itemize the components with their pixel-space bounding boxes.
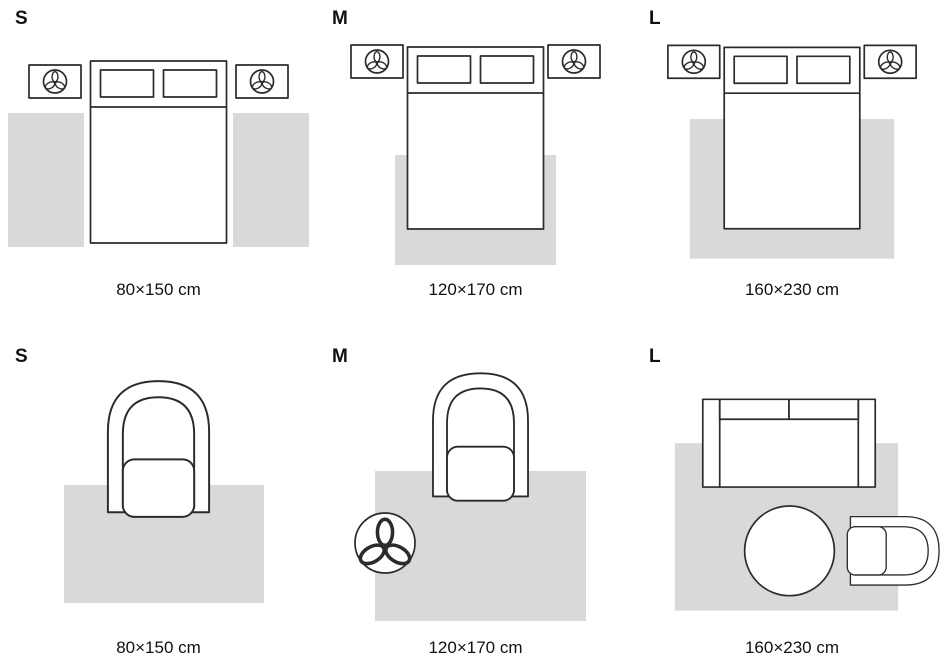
nightstand-with-lamp (548, 45, 600, 78)
living-m-illustration (354, 372, 586, 621)
panel-living-m: M 120×170 cm (317, 312, 634, 670)
size-label: M (332, 346, 348, 367)
bedroom-s-illustration (8, 59, 309, 247)
panel-bedroom-l: L 160×230 cm (634, 0, 950, 312)
nightstand-with-lamp (351, 45, 403, 78)
panel-living-s: S 80×150 cm (0, 312, 317, 670)
bedroom-l-illustration (634, 33, 950, 259)
panel-bedroom-s: S 80×150 cm (0, 0, 317, 312)
bedroom-m-illustration (317, 33, 634, 265)
size-caption: 80×150 cm (116, 279, 201, 299)
size-caption: 120×170 cm (428, 279, 523, 299)
size-caption: 160×230 cm (744, 279, 840, 299)
sofa-top-view (701, 398, 877, 488)
rug (8, 112, 84, 247)
size-label: M (332, 8, 348, 29)
size-label: S (15, 346, 28, 367)
coffee-table (743, 504, 836, 597)
armchair-top-view (106, 379, 211, 518)
bed-top-view (406, 45, 545, 230)
size-label: S (15, 8, 28, 29)
size-caption: 160×230 cm (744, 637, 840, 657)
plant-icon (354, 511, 416, 574)
rug (233, 112, 309, 247)
nightstand-with-lamp (29, 65, 81, 98)
living-s-illustration (64, 379, 264, 603)
size-label: L (649, 8, 661, 29)
panel-bedroom-m: M 120×170 cm (317, 0, 634, 312)
size-caption: 80×150 cm (116, 637, 201, 657)
panel-living-l: L 160×230 cm (634, 312, 950, 670)
nightstand-with-lamp (236, 65, 288, 98)
armchair-top-view (846, 515, 940, 586)
size-label: L (649, 346, 661, 367)
nightstand-with-lamp (668, 45, 720, 78)
bed-top-view (89, 59, 228, 244)
bed-top-view (723, 46, 861, 230)
size-caption: 120×170 cm (428, 637, 523, 657)
nightstand-with-lamp (864, 45, 916, 78)
armchair-top-view (432, 372, 529, 502)
living-l-illustration (674, 398, 940, 611)
